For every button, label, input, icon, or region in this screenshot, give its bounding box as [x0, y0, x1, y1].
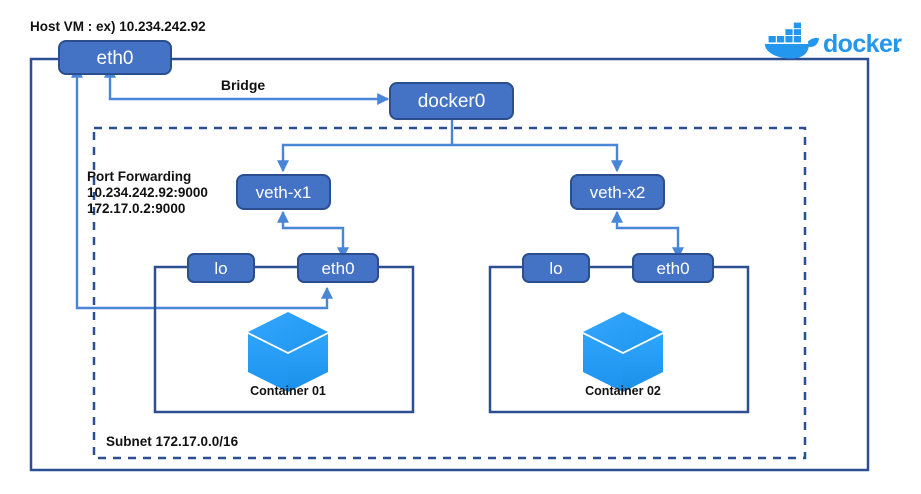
node-container-02-lo[interactable]: lo	[522, 253, 590, 283]
node-container-01-eth0[interactable]: eth0	[297, 253, 379, 283]
port-forwarding-host-addr: 10.234.242.92:9000	[87, 185, 208, 200]
docker-whale-icon	[765, 22, 819, 59]
docker-logo: docker	[765, 22, 903, 59]
line-c2-eth0-to-veth-x2	[611, 210, 684, 260]
node-veth-x1[interactable]: veth-x1	[236, 174, 331, 210]
line-docker0-to-veth-x2	[452, 143, 623, 173]
container-02-boundary	[488, 265, 750, 414]
container-cube-icon	[248, 312, 328, 392]
docker-wordmark-dot	[896, 48, 900, 52]
line-port-forwarding	[71, 65, 333, 310]
port-forwarding-title: Port Forwarding	[87, 169, 191, 184]
docker-wordmark: docker	[823, 30, 902, 58]
subnet-boundary	[92, 126, 807, 460]
node-container-02-eth0[interactable]: eth0	[632, 253, 714, 283]
container-01-caption: Container 01	[250, 384, 326, 398]
port-forwarding-container-addr: 172.17.0.2:9000	[87, 201, 185, 216]
page-title: Host VM : ex) 10.234.242.92	[30, 19, 206, 34]
host-vm-boundary	[29, 57, 870, 472]
container-cube-icon	[583, 312, 663, 392]
bridge-label: Bridge	[221, 77, 266, 93]
connection-lines	[71, 65, 684, 310]
line-docker0-to-veth-x1	[277, 143, 452, 173]
node-host-eth0[interactable]: eth0	[58, 40, 172, 75]
node-veth-x2[interactable]: veth-x2	[570, 174, 665, 210]
node-container-01-lo[interactable]: lo	[187, 253, 255, 283]
line-c1-eth0-to-veth-x1	[277, 210, 349, 260]
container-01-boundary	[153, 265, 415, 414]
container-02-caption: Container 02	[585, 384, 661, 398]
node-docker0[interactable]: docker0	[389, 82, 514, 120]
subnet-label: Subnet 172.17.0.0/16	[106, 434, 239, 449]
